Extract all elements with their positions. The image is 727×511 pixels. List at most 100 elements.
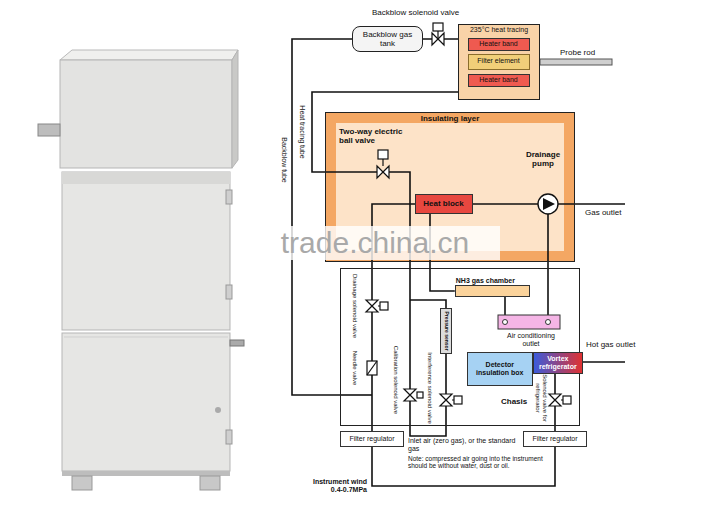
probe-heater-box: 235°C heat tracingHeater bandFilter elem… [458, 24, 540, 100]
node-label: Detector insulation box [468, 361, 532, 377]
heater-band: Heater band [468, 38, 530, 51]
node-label: Heat block [421, 199, 465, 208]
filter-regulator: Filter regulator [340, 431, 404, 447]
node-label: Filter regulator [347, 435, 396, 443]
pipe-lines [547, 214, 549, 315]
valve-symbol [378, 305, 380, 306]
valve-label: Needle valve [352, 351, 359, 386]
valve-symbol [433, 23, 443, 31]
node-label: Pressure sensor [443, 311, 449, 350]
valve-label: Two-way electric ball valve [339, 127, 417, 145]
pump-symbol [538, 194, 558, 214]
node-label: 235°C heat tracing [459, 26, 539, 34]
pump-symbol [543, 198, 555, 210]
pipe-connector [372, 447, 555, 486]
tank-box: Backblow gas tank [352, 26, 423, 52]
valve-symbol [452, 399, 454, 400]
pipe-connector [312, 92, 458, 172]
pipe-lines [340, 394, 372, 396]
valve-symbol [366, 300, 378, 312]
inlet-label: Inlet air (zero gas), or the standard ga… [408, 437, 520, 453]
valve-symbol [367, 361, 377, 375]
cabinet-photo [60, 60, 232, 168]
node-label: Filter regulator [530, 435, 579, 443]
valve-symbol [454, 396, 462, 404]
heater-band: Heater band [468, 74, 530, 87]
outlet-label: Gas outlet [585, 208, 621, 217]
valve-symbol [382, 159, 383, 166]
outlet-label: Hot gas outlet [586, 340, 635, 349]
valve-symbol [417, 392, 423, 398]
pressure-sensor: Pressure sensor [440, 308, 452, 354]
pump-label: Drainage pump [522, 150, 564, 168]
cabinet-photo [64, 337, 228, 338]
gas-chamber: NH3 gas chamber [455, 285, 530, 297]
pipe-lines [325, 172, 625, 436]
cabinet-photo [230, 340, 244, 346]
cabinet-photo [38, 50, 244, 490]
node-label: Chasis [501, 397, 527, 406]
cabinet-photo [226, 430, 232, 444]
valve-label: Drainage solenoid valve [352, 274, 359, 338]
watermark: trade.china.cn [250, 226, 500, 260]
pump-symbol [538, 194, 558, 214]
tube-label: Backblow tube [280, 137, 288, 183]
valve-symbol [404, 389, 416, 401]
air-outlet-chamber [503, 320, 508, 325]
cabinet-photo [215, 407, 221, 413]
node-label: NH3 gas chamber [456, 277, 515, 285]
cabinet-photo [200, 476, 220, 490]
pipe-lines [410, 300, 446, 308]
valve-symbol [380, 302, 388, 310]
detector-box: Detector insulation box [467, 352, 533, 386]
node-label: Vortex refrigerator [534, 355, 582, 371]
tube-label: Heat tracing tube [298, 105, 306, 158]
cabinet-photo [226, 190, 232, 204]
filter-regulator: Filter regulator [523, 431, 587, 447]
filter-element: Filter element [468, 54, 530, 70]
cabinet-photo [62, 471, 230, 476]
valve-symbol [377, 166, 389, 178]
air-outlet-chamber [498, 315, 560, 329]
cabinet-photo [38, 124, 60, 136]
valve-symbol [378, 150, 388, 159]
valve-label: Backblow solenoid valve [372, 8, 459, 17]
pipe-lines [325, 171, 377, 173]
node-label: Filter element [475, 57, 521, 65]
part-label: Probe rod [560, 48, 595, 57]
valve-symbol [561, 399, 563, 400]
valve-symbol [367, 361, 377, 375]
probe-rod [540, 59, 612, 65]
node-label: Backblow gas tank [353, 30, 422, 48]
cabinet-photo [232, 50, 238, 168]
cabinet-photo [72, 476, 92, 490]
node-label: Insulating layer [326, 114, 574, 123]
cabinet-photo [62, 172, 230, 330]
pipe-lines [473, 203, 538, 205]
note-text: Note: compressed air going into the inst… [408, 455, 550, 470]
valve-symbol [563, 396, 571, 404]
probe-rod [540, 59, 612, 65]
valve-symbol [549, 394, 561, 406]
outlet-label: Air conditioning outlet [499, 332, 563, 348]
air-outlet-chamber [546, 320, 551, 325]
heat-block: Heat block [415, 194, 473, 214]
valve-label: Interference solenoid valve [427, 352, 434, 424]
supply-label: Instrument wind 0.4-0.7MPa [303, 478, 367, 494]
node-label: Heater band [477, 76, 520, 84]
valve-label: Calibration solenoid valve [393, 346, 400, 414]
pipe-lines [504, 297, 506, 315]
node-label: Heater band [477, 40, 520, 48]
cabinet-photo [62, 333, 230, 471]
cabinet-photo [226, 285, 232, 299]
pipe-lines [558, 203, 625, 205]
air-outlet-chamber [498, 315, 560, 329]
cabinet-photo [62, 172, 230, 184]
vortex-refrigerator: Vortex refrigerator [533, 352, 583, 374]
pipe-lines [579, 361, 625, 363]
valve-symbol [437, 31, 438, 39]
cabinet-photo [60, 50, 238, 60]
valve-label: Solenoid valve for refrigerator [534, 374, 548, 422]
valve-symbol [440, 394, 452, 406]
